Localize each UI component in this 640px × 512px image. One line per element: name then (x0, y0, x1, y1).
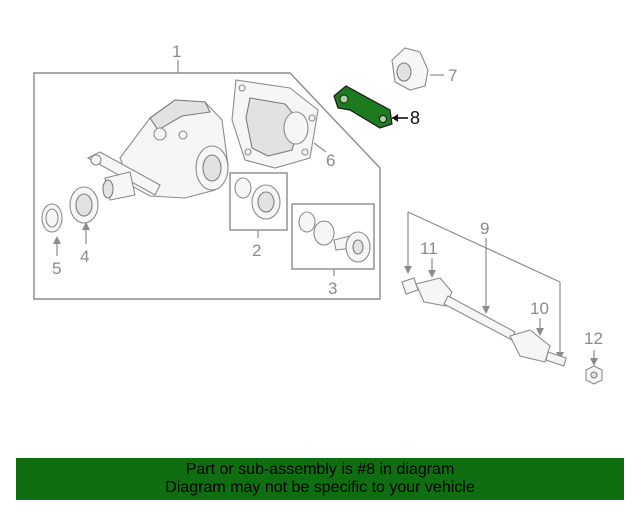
callout-12[interactable]: 12 (584, 329, 603, 348)
part-8-bracket[interactable] (333, 85, 393, 129)
info-banner: Part or sub-assembly is #8 in diagram Di… (16, 458, 624, 500)
callout-1[interactable]: 1 (172, 42, 181, 61)
callout-9[interactable]: 9 (480, 219, 489, 238)
callout-2[interactable]: 2 (252, 241, 261, 260)
banner-line-2: Diagram may not be specific to your vehi… (165, 479, 475, 496)
callout-6[interactable]: 6 (326, 151, 335, 170)
axle-shaft (401, 277, 567, 367)
part-6-cover (231, 79, 319, 169)
callout-5[interactable]: 5 (52, 259, 61, 278)
banner-line-1: Part or sub-assembly is #8 in diagram (185, 461, 455, 478)
callout-8[interactable]: 8 (410, 108, 420, 128)
part-12-nut (585, 365, 603, 385)
part-9-leader (407, 211, 561, 358)
callout-4[interactable]: 4 (80, 247, 89, 266)
part-7-mount (391, 47, 429, 91)
callout-11[interactable]: 11 (420, 239, 438, 258)
callout-7[interactable]: 7 (448, 66, 457, 85)
differential-carrier (86, 99, 229, 201)
callout-3[interactable]: 3 (328, 279, 337, 298)
callout-10[interactable]: 10 (530, 299, 549, 318)
